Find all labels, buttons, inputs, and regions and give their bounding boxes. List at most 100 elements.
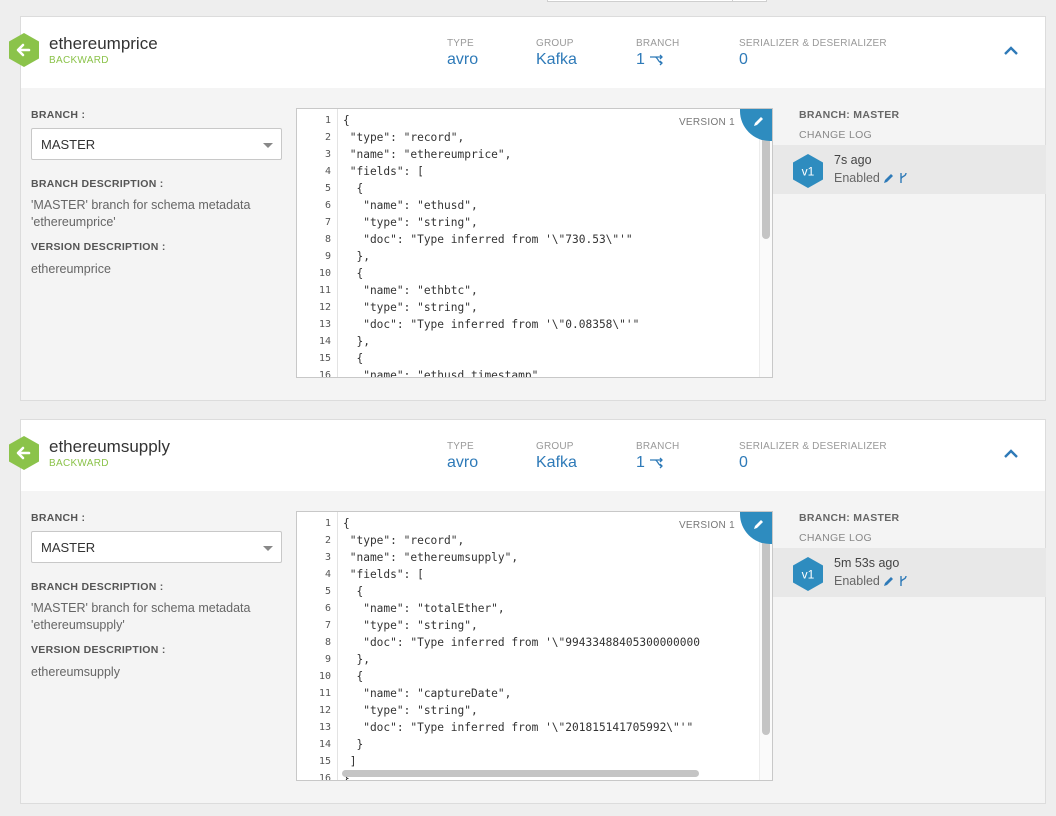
serde-value[interactable]: 0 bbox=[739, 51, 887, 69]
version-hexagon-icon: v1 bbox=[793, 557, 823, 591]
version-hexagon-icon: v1 bbox=[793, 154, 823, 188]
serde-value[interactable]: 0 bbox=[739, 454, 887, 472]
meta-branch: BRANCH 1 bbox=[636, 441, 679, 472]
back-arrow-icon[interactable] bbox=[9, 33, 39, 67]
change-log-label: CHANGE LOG bbox=[799, 532, 872, 544]
branch-field-label: BRANCH : bbox=[31, 512, 85, 524]
code-line: "name": "ethereumprice", bbox=[343, 148, 511, 161]
pencil-icon[interactable] bbox=[883, 172, 895, 184]
code-line: "type": "string", bbox=[343, 216, 478, 229]
line-number: 7 bbox=[325, 620, 331, 631]
type-label: TYPE bbox=[447, 38, 478, 49]
code-line: "doc": "Type inferred from '\"730.53\"'" bbox=[343, 233, 633, 246]
top-search-input-edge[interactable] bbox=[547, 0, 767, 2]
line-number: 6 bbox=[325, 603, 331, 614]
compatibility-label: BACKWARD bbox=[49, 55, 109, 66]
version-description-text: ethereumsupply bbox=[31, 664, 120, 681]
line-number: 1 bbox=[325, 518, 331, 529]
top-search-button-edge[interactable] bbox=[732, 0, 766, 2]
code-line: }, bbox=[343, 653, 370, 666]
change-log-label: CHANGE LOG bbox=[799, 129, 872, 141]
line-number: 15 bbox=[319, 756, 331, 767]
schema-card-header[interactable]: ethereumprice BACKWARD TYPE avro GROUP K… bbox=[21, 17, 1045, 88]
branch-value: 1 bbox=[636, 51, 679, 69]
branch-icon bbox=[649, 54, 663, 66]
chevron-up-icon[interactable] bbox=[1003, 447, 1019, 459]
line-number: 5 bbox=[325, 183, 331, 194]
line-number-gutter: 1 2 3 4 5 6 7 8 9 10 11 12 13 14 15 16 bbox=[297, 512, 338, 780]
code-line: "name": "ethusd_timestamp", bbox=[343, 369, 545, 377]
branch-select[interactable]: MASTER bbox=[31, 128, 282, 160]
branch-select-value: MASTER bbox=[41, 540, 95, 555]
version-time: 7s ago bbox=[834, 153, 872, 167]
version-row[interactable]: v1 7s ago Enabled bbox=[773, 145, 1046, 194]
back-arrow-icon[interactable] bbox=[9, 436, 39, 470]
branch-value: 1 bbox=[636, 454, 679, 472]
code-line: "fields": [ bbox=[343, 568, 424, 581]
branch-label: BRANCH bbox=[636, 38, 679, 49]
vertical-scrollbar[interactable] bbox=[762, 517, 770, 735]
schema-card-body: BRANCH : MASTER BRANCH DESCRIPTION : 'MA… bbox=[21, 491, 1045, 804]
vertical-scroll-track[interactable] bbox=[759, 109, 772, 377]
chevron-up-icon[interactable] bbox=[1003, 44, 1019, 56]
vertical-scroll-track[interactable] bbox=[759, 512, 772, 780]
line-number: 9 bbox=[325, 654, 331, 665]
branch-description-text: 'MASTER' branch for schema metadata 'eth… bbox=[31, 197, 271, 231]
line-number: 11 bbox=[319, 285, 331, 296]
meta-serde: SERIALIZER & DESERIALIZER 0 bbox=[739, 441, 887, 472]
code-line: { bbox=[343, 267, 363, 280]
meta-branch: BRANCH 1 bbox=[636, 38, 679, 69]
schema-text-editor[interactable]: 1 2 3 4 5 6 7 8 9 10 11 12 13 14 15 16 {… bbox=[296, 511, 773, 781]
line-number: 13 bbox=[319, 722, 331, 733]
code-line: } bbox=[343, 738, 363, 751]
branch-select-value: MASTER bbox=[41, 137, 95, 152]
branch-icon[interactable] bbox=[898, 172, 908, 184]
code-content[interactable]: { "type": "record", "name": "ethereumpri… bbox=[343, 109, 758, 377]
line-number: 3 bbox=[325, 149, 331, 160]
pencil-icon bbox=[752, 518, 765, 531]
group-value: Kafka bbox=[536, 51, 577, 69]
horizontal-scrollbar[interactable] bbox=[342, 770, 699, 777]
code-line: }, bbox=[343, 335, 370, 348]
meta-group: GROUP Kafka bbox=[536, 38, 577, 69]
code-line: "type": "record", bbox=[343, 131, 464, 144]
line-number: 10 bbox=[319, 268, 331, 279]
schema-card-body: BRANCH : MASTER BRANCH DESCRIPTION : 'MA… bbox=[21, 88, 1045, 401]
branch-icon[interactable] bbox=[898, 575, 908, 587]
code-line: "name": "ethusd", bbox=[343, 199, 478, 212]
pencil-icon[interactable] bbox=[883, 575, 895, 587]
code-line: "type": "record", bbox=[343, 534, 464, 547]
code-line: "name": "totalEther", bbox=[343, 602, 505, 615]
group-label: GROUP bbox=[536, 38, 577, 49]
line-number-gutter: 1 2 3 4 5 6 7 8 9 10 11 12 13 14 15 16 bbox=[297, 109, 338, 377]
branch-description-label: BRANCH DESCRIPTION : bbox=[31, 178, 164, 190]
version-badge-text: v1 bbox=[802, 568, 815, 582]
line-number: 5 bbox=[325, 586, 331, 597]
code-line: "fields": [ bbox=[343, 165, 424, 178]
code-content[interactable]: { "type": "record", "name": "ethereumsup… bbox=[343, 512, 758, 780]
branch-select[interactable]: MASTER bbox=[31, 531, 282, 563]
line-number: 1 bbox=[325, 115, 331, 126]
line-number: 11 bbox=[319, 688, 331, 699]
branch-count: 1 bbox=[636, 51, 645, 69]
line-number: 4 bbox=[325, 166, 331, 177]
line-number: 12 bbox=[319, 302, 331, 313]
version-time: 5m 53s ago bbox=[834, 556, 899, 570]
compatibility-label: BACKWARD bbox=[49, 458, 109, 469]
schema-card-header[interactable]: ethereumsupply BACKWARD TYPE avro GROUP … bbox=[21, 420, 1045, 491]
version-row[interactable]: v1 5m 53s ago Enabled bbox=[773, 548, 1046, 597]
code-line: "doc": "Type inferred from '\"9943348840… bbox=[343, 636, 700, 649]
version-label: VERSION 1 bbox=[679, 520, 735, 531]
code-line: { bbox=[343, 182, 363, 195]
line-number: 14 bbox=[319, 336, 331, 347]
type-label: TYPE bbox=[447, 441, 478, 452]
branch-label: BRANCH bbox=[636, 441, 679, 452]
code-line: "name": "captureDate", bbox=[343, 687, 511, 700]
group-value: Kafka bbox=[536, 454, 577, 472]
line-number: 8 bbox=[325, 234, 331, 245]
code-line: "type": "string", bbox=[343, 301, 478, 314]
meta-type: TYPE avro bbox=[447, 38, 478, 69]
code-line: }, bbox=[343, 250, 370, 263]
serde-label: SERIALIZER & DESERIALIZER bbox=[739, 441, 887, 452]
schema-text-editor[interactable]: 1 2 3 4 5 6 7 8 9 10 11 12 13 14 15 16 {… bbox=[296, 108, 773, 378]
